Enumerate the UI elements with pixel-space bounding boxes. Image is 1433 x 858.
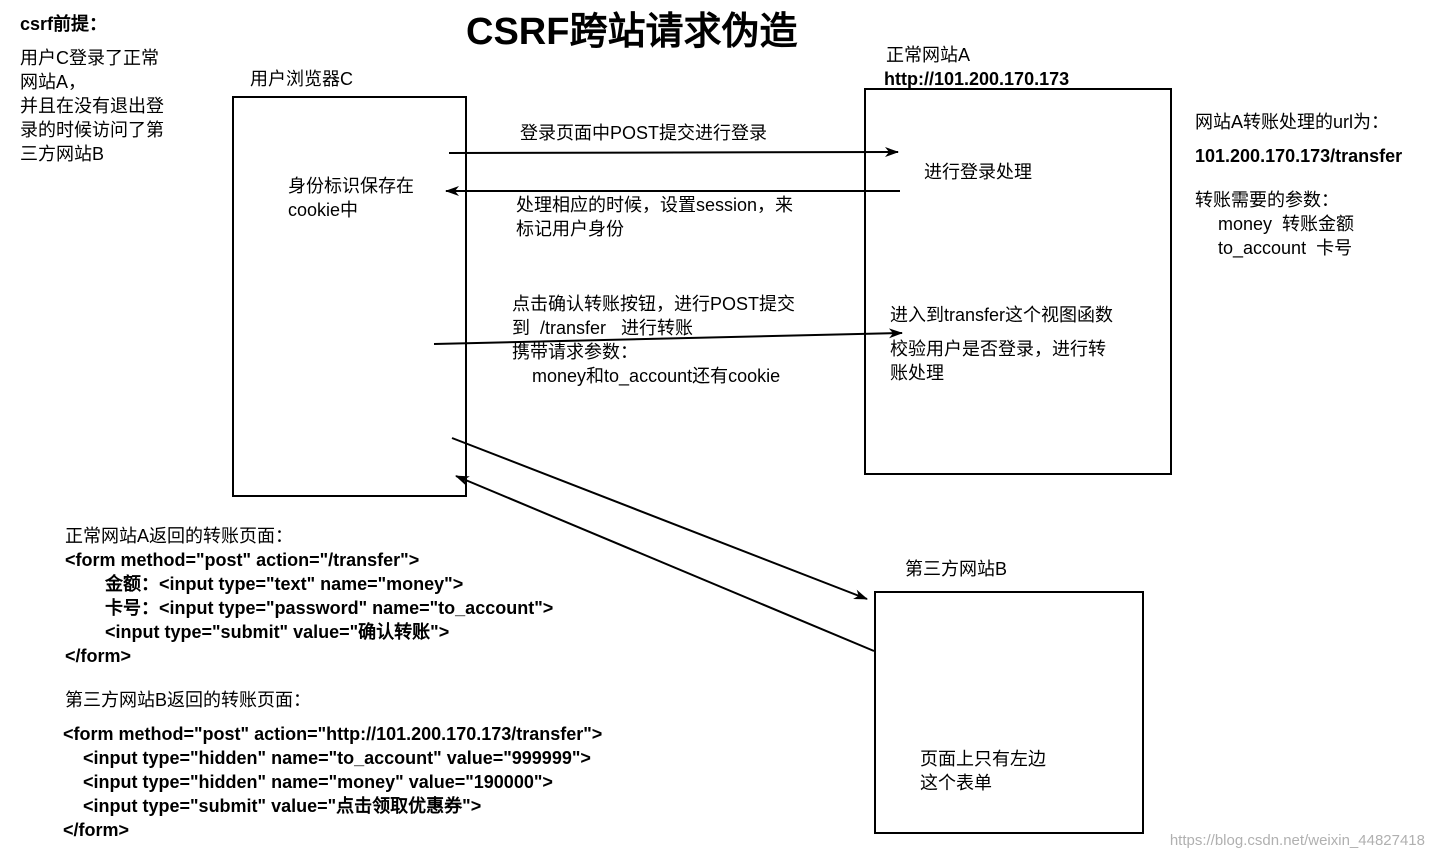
site-a-url-label: http://101.200.170.173 (884, 69, 1070, 89)
login-post-arrow (448, 147, 899, 158)
site-b-box (874, 591, 1144, 834)
site-a-transfer-line-3: 账处理 (890, 363, 944, 383)
form-b-line-3: <input type="hidden" name="money" value=… (63, 772, 553, 792)
form-a-line-4: <input type="submit" value="确认转账"> (65, 622, 450, 642)
site-a-label: 正常网站A (886, 45, 971, 65)
response-label-line-1: 处理相应的时候，设置session，来 (516, 195, 794, 215)
visit-site-b-arrow (451, 437, 868, 600)
premise-line-5: 三方网站B (20, 144, 105, 164)
form-a-line-2: 金额：<input type="text" name="money"> (65, 574, 464, 594)
site-b-response-arrow (455, 475, 875, 652)
site-b-label: 第三方网站B (905, 559, 1008, 579)
form-b-line-1: <form method="post" action="http://101.2… (63, 724, 603, 744)
site-a-param-money: money 转账金额 (1218, 214, 1355, 234)
site-a-url-heading: 网站A转账处理的url为： (1195, 112, 1390, 132)
transfer-label-line-1: 点击确认转账按钮，进行POST提交 (512, 294, 796, 314)
site-a-transfer-url: 101.200.170.173/transfer (1195, 146, 1403, 166)
response-label-line-2: 标记用户身份 (516, 219, 624, 239)
browser-box (232, 96, 467, 497)
site-a-box (864, 88, 1172, 475)
site-b-note-line-1: 页面上只有左边 (920, 749, 1046, 769)
transfer-label-line-2: 到 /transfer 进行转账 (512, 318, 694, 338)
form-a-line-3: 卡号：<input type="password" name="to_accou… (65, 598, 554, 618)
form-b-line-5: </form> (63, 820, 130, 840)
diagram-title: CSRF跨站请求伪造 (466, 11, 798, 53)
site-b-note-line-2: 这个表单 (920, 773, 992, 793)
premise-line-2: 网站A， (20, 72, 87, 92)
site-a-transfer-line-1: 进入到transfer这个视图函数 (890, 305, 1114, 325)
site-a-transfer-line-2: 校验用户是否登录，进行转 (890, 339, 1106, 359)
form-b-line-2: <input type="hidden" name="to_account" v… (63, 748, 591, 768)
form-a-line-5: </form> (65, 646, 132, 666)
premise-line-4: 录的时候访问了第 (20, 120, 164, 140)
site-a-params-heading: 转账需要的参数： (1195, 190, 1339, 210)
form-b-heading: 第三方网站B返回的转账页面： (65, 690, 312, 710)
form-b-line-4: <input type="submit" value="点击领取优惠券"> (63, 796, 482, 816)
form-a-line-1: <form method="post" action="/transfer"> (65, 550, 420, 570)
login-post-label: 登录页面中POST提交进行登录 (520, 123, 768, 143)
site-a-login-process: 进行登录处理 (924, 162, 1032, 182)
browser-note-line-2: cookie中 (288, 200, 359, 220)
browser-note-line-1: 身份标识保存在 (288, 176, 414, 196)
premise-heading: csrf前提： (20, 14, 108, 34)
form-a-heading: 正常网站A返回的转账页面： (65, 526, 294, 546)
transfer-label-line-3: 携带请求参数： (512, 342, 638, 362)
watermark-text: https://blog.csdn.net/weixin_44827418 (1169, 832, 1425, 849)
premise-line-1: 用户C登录了正常 (20, 48, 159, 68)
site-a-param-account: to_account 卡号 (1218, 238, 1353, 258)
premise-line-3: 并且在没有退出登 (20, 96, 164, 116)
transfer-label-line-4: money和to_account还有cookie (512, 366, 781, 386)
browser-label: 用户浏览器C (250, 69, 353, 89)
